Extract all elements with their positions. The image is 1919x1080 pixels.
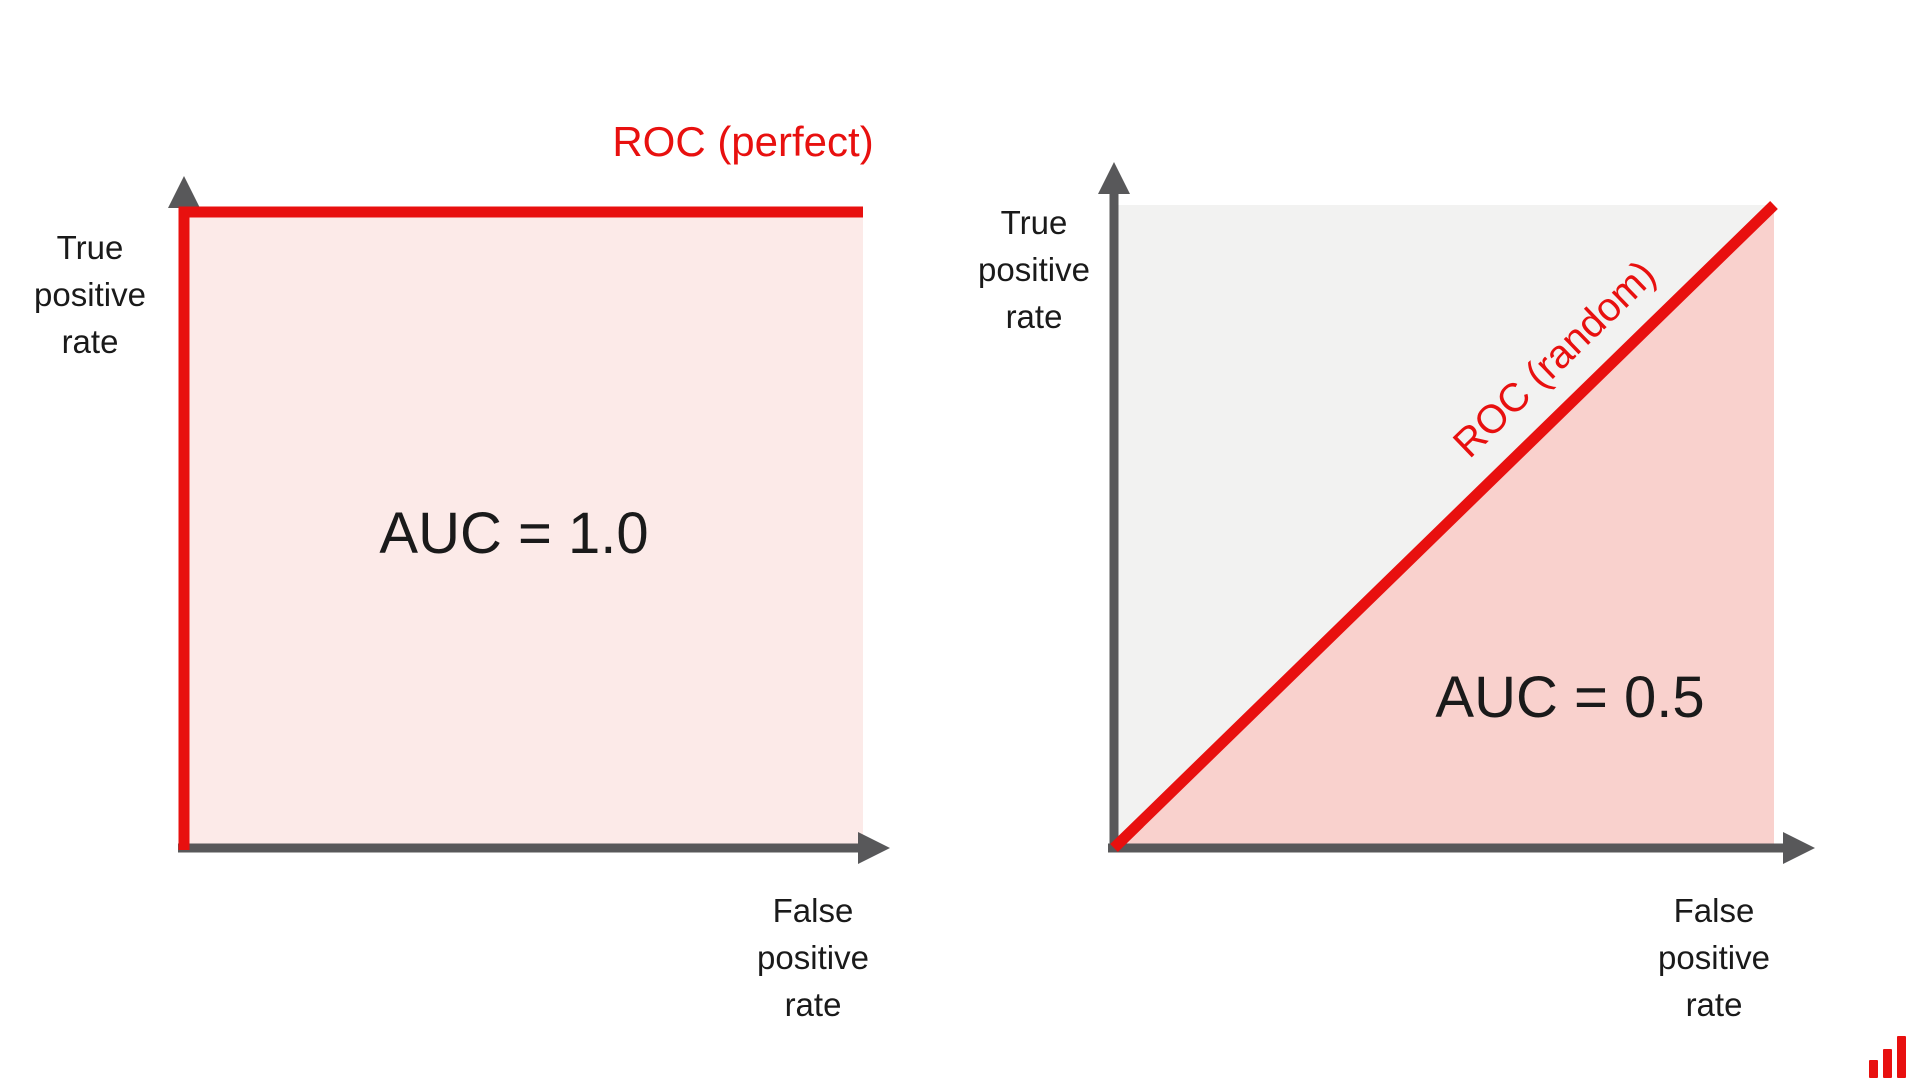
right-auc-label: AUC = 0.5 <box>1435 665 1705 730</box>
left-x-axis-label: False positive rate <box>757 892 869 1023</box>
logo-bar-short <box>1869 1060 1878 1078</box>
left-x-axis-arrowhead-icon <box>858 832 890 864</box>
roc-random-figure <box>1098 162 1815 864</box>
left-auc-area <box>184 212 863 848</box>
roc-perfect-title: ROC (perfect) <box>612 118 874 165</box>
left-roc-curve <box>178 206 863 850</box>
right-roc-curve <box>1110 201 1778 852</box>
right-y-axis-label: True positive rate <box>978 204 1090 335</box>
bar-chart-logo-icon <box>1868 1032 1910 1078</box>
left-auc-label: AUC = 1.0 <box>379 501 649 566</box>
logo-bar-tall <box>1897 1036 1906 1078</box>
left-y-axis-arrowhead-icon <box>168 176 200 208</box>
right-y-axis-arrowhead-icon <box>1098 162 1130 194</box>
left-y-axis-label: True positive rate <box>34 229 146 360</box>
right-x-axis-label: False positive rate <box>1658 892 1770 1023</box>
logo-bar-medium <box>1883 1049 1892 1078</box>
right-x-axis-arrowhead-icon <box>1783 832 1815 864</box>
roc-perfect-figure <box>168 176 890 864</box>
